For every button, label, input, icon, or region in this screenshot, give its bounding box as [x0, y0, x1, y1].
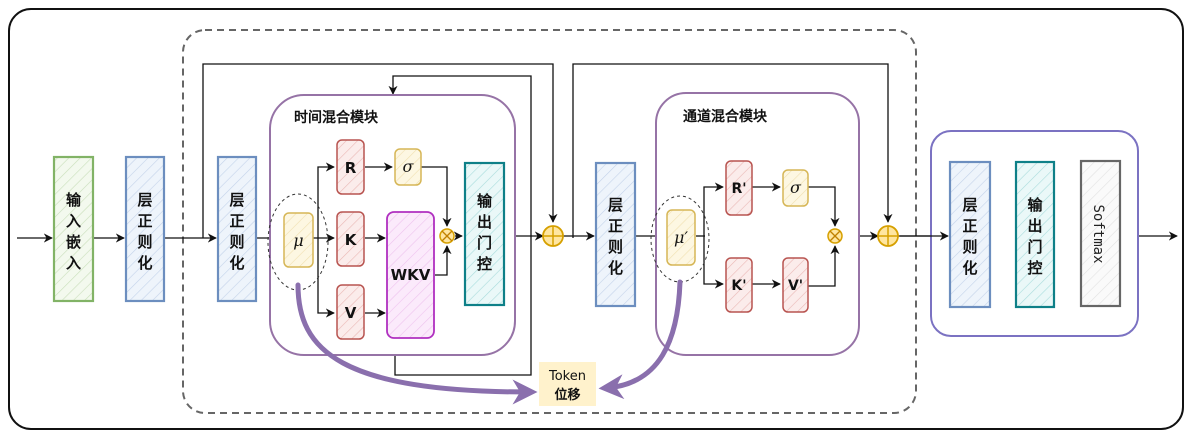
layer-norm-char: 化 [608, 259, 623, 277]
input-embedding-char: 输 [66, 191, 82, 209]
output-gate-block [463, 161, 506, 307]
output-gate-char: 门 [477, 234, 492, 252]
output-gate-char: 控 [477, 255, 492, 273]
residual-path-1 [202, 63, 558, 238]
time-mixing-module: 时间混合模块 μ R K V σ WKV [267, 94, 516, 356]
v-block [336, 284, 365, 340]
add-icon [877, 225, 899, 247]
input-embedding-char: 嵌 [66, 233, 81, 251]
layer-norm-char: 层 [962, 196, 977, 214]
time-mixing-title: 时间混合模块 [294, 109, 379, 126]
channel-mixing-title: 通道混合模块 [683, 108, 768, 125]
k-block [336, 211, 365, 267]
output-gate-char: 门 [1027, 238, 1042, 256]
mu-prime-label: μ′ [674, 228, 688, 247]
residual-path-2 [572, 63, 893, 238]
output-gate-char: 输 [1027, 196, 1043, 214]
layer-norm-char: 化 [229, 254, 244, 272]
mu-label: μ [293, 231, 303, 250]
input-embedding-char: 入 [66, 254, 81, 272]
residual-connections [202, 63, 893, 376]
r-prime-block [725, 160, 753, 216]
mu-prime-block [666, 209, 696, 266]
output-head-module: 层 正 则 化 输 出 门 控 Softmax [900, 130, 1139, 337]
token-shift-arrow-channel [598, 279, 683, 400]
r-label: R [345, 159, 357, 177]
layer-norm-char: 则 [229, 233, 244, 251]
layer-norm-char: 正 [137, 212, 152, 230]
token-shift-arrow-time [295, 282, 538, 405]
channel-mixing-module: 通道混合模块 μ′ R' K' σ V' [650, 92, 860, 356]
v-prime-label: V' [788, 278, 803, 294]
sigma-block [394, 148, 422, 186]
mu-block [283, 212, 314, 268]
sigma-prime-label: σ [790, 178, 802, 197]
add-icon [542, 225, 564, 247]
head-output-gate-block [1014, 160, 1056, 309]
r-prime-label: R' [731, 181, 746, 197]
k-label: K [345, 231, 358, 249]
input-embedding-char: 入 [66, 212, 81, 230]
r-block [336, 139, 365, 195]
output-gate-char: 出 [1027, 217, 1042, 235]
k-prime-label: K' [731, 278, 746, 294]
layer-norm-char: 正 [229, 212, 244, 230]
layer-norm-char: 则 [137, 233, 152, 251]
layer-norm-char: 层 [229, 191, 244, 209]
softmax-block [1079, 159, 1122, 308]
layer-norm-char: 正 [962, 217, 977, 235]
input-embedding-block: 输 入 嵌 入 [52, 155, 95, 303]
layer-norm-char: 则 [608, 238, 623, 256]
sigma-prime-block [782, 169, 809, 207]
sigma-label: σ [403, 157, 415, 176]
layer-norm-char: 化 [962, 259, 977, 277]
rwkv-block-dashed-border [182, 29, 917, 414]
head-layer-norm-block [948, 160, 992, 309]
layer-norm-char: 则 [962, 238, 977, 256]
layer-norm-char: 正 [608, 217, 623, 235]
layer-norm-char: 层 [137, 191, 152, 209]
softmax-label: Softmax [1090, 204, 1106, 263]
layer-norm-char: 层 [608, 196, 623, 214]
v-prime-block [782, 257, 809, 313]
multiply-icon [827, 228, 843, 244]
wkv-label: WKV [391, 266, 431, 284]
token-shift-line1: Token [548, 369, 586, 384]
layer-norm-1-block: 层 正 则 化 [124, 155, 166, 303]
v-label: V [345, 304, 357, 322]
token-shift-line2: 位移 [554, 387, 580, 403]
output-gate-char: 输 [477, 192, 493, 210]
k-prime-block [725, 257, 753, 313]
layer-norm-char: 化 [137, 254, 152, 272]
time-mixing-loop [388, 75, 532, 376]
output-gate-char: 控 [1027, 259, 1042, 277]
output-gate-char: 出 [477, 213, 492, 231]
layer-norm-time-block: 层 正 则 化 [216, 155, 258, 303]
token-shift-arrows [295, 279, 683, 405]
token-shift-block: Token 位移 [539, 362, 596, 406]
wkv-block [386, 211, 435, 339]
multiply-icon [439, 228, 455, 244]
layer-norm-channel-block: 层 正 则 化 [594, 161, 637, 308]
